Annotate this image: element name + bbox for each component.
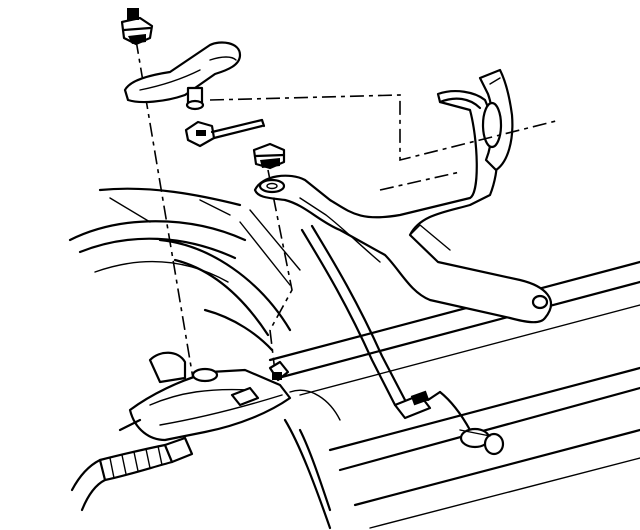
mounting-bracket: [253, 90, 552, 324]
lower-mechanism-base: [118, 351, 292, 442]
leader-lines: [135, 39, 561, 421]
linkage-rods: [300, 224, 407, 407]
clevis-mount: [478, 68, 514, 172]
frame-rail: [268, 260, 640, 530]
upper-hex-nut: [120, 8, 154, 46]
wheel-well-panel: [68, 187, 301, 352]
flexible-cable-conduit: [70, 436, 194, 512]
small-link-rod: [184, 118, 266, 148]
second-hex-nut: [252, 142, 286, 194]
lever-stud: [185, 86, 205, 111]
adjuster-assembly: [393, 390, 505, 456]
pivot-lever: [123, 41, 242, 104]
